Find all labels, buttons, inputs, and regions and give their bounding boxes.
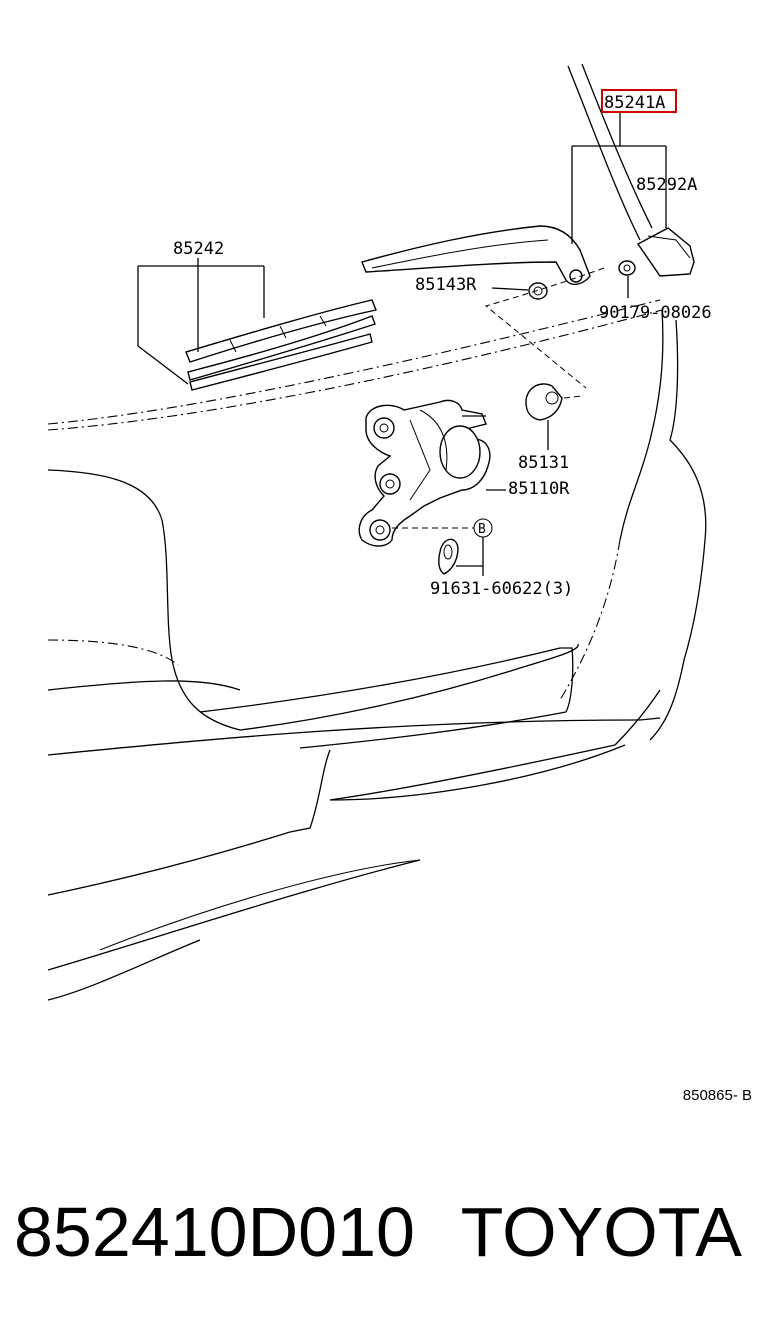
label-85143R[interactable]: 85143R bbox=[415, 275, 477, 295]
label-91631-60622[interactable]: 91631-60622(3) bbox=[430, 579, 573, 599]
wiper-blade bbox=[185, 299, 377, 391]
label-85131[interactable]: 85131 bbox=[518, 453, 569, 473]
label-85292A[interactable]: 85292A bbox=[636, 175, 697, 195]
car-body-outline bbox=[47, 63, 707, 1001]
label-85242[interactable]: 85242 bbox=[173, 239, 224, 259]
leader-lines bbox=[137, 112, 667, 576]
footer-part-number: 852410D010 bbox=[14, 1193, 415, 1271]
label-85241A[interactable]: 85241A bbox=[604, 93, 665, 113]
wiper-cap bbox=[636, 227, 695, 277]
diagram-ref: 850865- B bbox=[683, 1087, 752, 1104]
wiper-motor bbox=[358, 399, 491, 547]
small-parts bbox=[438, 260, 636, 575]
label-85110R[interactable]: 85110R bbox=[508, 479, 570, 499]
label-90179-08026[interactable]: 90179-08026 bbox=[599, 303, 712, 323]
highlight-box bbox=[601, 89, 677, 113]
footer-brand: TOYOTA bbox=[461, 1193, 743, 1271]
label-b-marker: B bbox=[478, 522, 486, 537]
